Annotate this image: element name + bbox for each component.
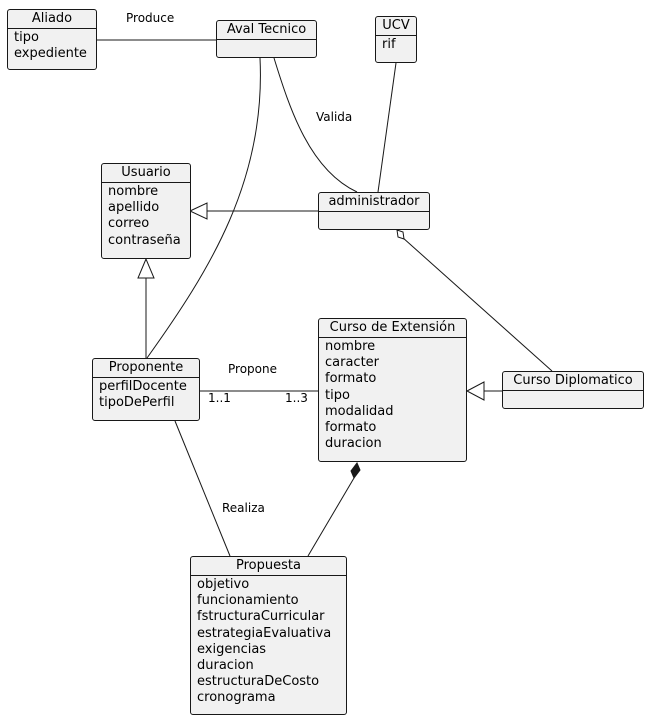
attribute: fstructuraCurricular <box>197 609 325 625</box>
attribute: tipo <box>325 387 350 403</box>
class-name: Aliado <box>8 10 96 29</box>
curso-propuesta-composition <box>307 477 355 557</box>
class-name: Proponente <box>93 359 199 378</box>
class-propuesta[interactable]: Propuesta objetivo funcionamiento fstruc… <box>190 556 347 715</box>
attribute: rif <box>382 37 396 52</box>
class-usuario[interactable]: Usuario nombre apellido correo contraseñ… <box>101 163 191 259</box>
class-aval-tecnico[interactable]: Aval Tecnico <box>216 20 317 58</box>
class-administrador[interactable]: administrador <box>318 192 430 230</box>
attribute: perfilDocente <box>99 379 187 394</box>
class-attributes: nombre apellido correo contraseña <box>102 183 190 252</box>
composition-diamond <box>350 462 361 479</box>
propone-label: Propone <box>228 362 277 376</box>
class-name: Aval Tecnico <box>217 21 316 40</box>
generalization-arrowhead <box>188 202 208 220</box>
class-name: Usuario <box>102 164 190 183</box>
attribute: nombre <box>108 184 159 199</box>
valida-label: Valida <box>316 110 353 124</box>
generalization-arrowhead <box>137 257 155 279</box>
attribute: contraseña <box>108 232 181 248</box>
attribute: tipo <box>14 30 39 45</box>
valida-link <box>273 57 358 193</box>
realiza-link <box>174 420 231 557</box>
class-attributes: perfilDocente tipoDePerfil <box>93 378 199 414</box>
class-name: Propuesta <box>191 557 346 576</box>
realiza-label: Realiza <box>222 501 265 515</box>
produce-label: Produce <box>126 11 175 25</box>
attribute: apellido <box>108 200 160 216</box>
attribute: exigencias <box>197 641 267 657</box>
attribute: objetivo <box>197 577 250 592</box>
class-attributes: tipo expediente <box>8 29 96 65</box>
class-curso-de-extension[interactable]: Curso de Extensión nombre caracter forma… <box>318 318 467 462</box>
attribute: modalidad <box>325 403 394 419</box>
attribute: formato <box>325 371 377 387</box>
attribute: estructuraDeCosto <box>197 674 320 690</box>
attribute: correo <box>108 216 150 232</box>
class-name: Curso Diplomatico <box>503 372 643 391</box>
class-curso-diplomatico[interactable]: Curso Diplomatico <box>502 371 644 409</box>
class-proponente[interactable]: Proponente perfilDocente tipoDePerfil <box>92 358 200 421</box>
class-name: Curso de Extensión <box>319 319 466 338</box>
class-name: administrador <box>319 193 429 212</box>
attribute: nombre <box>325 339 376 354</box>
aggregation-diamond <box>396 229 405 240</box>
class-attributes: objetivo funcionamiento fstructuraCurric… <box>191 576 346 710</box>
attribute: caracter <box>325 355 380 371</box>
attribute: expediente <box>14 46 87 62</box>
class-name: UCV <box>376 17 416 36</box>
attribute: duracion <box>197 658 254 674</box>
generalization-arrowhead <box>465 381 485 401</box>
attribute: estrategiaEvaluativa <box>197 625 332 641</box>
attribute: cronograma <box>197 690 276 706</box>
attribute: tipoDePerfil <box>99 395 175 411</box>
attribute: duracion <box>325 436 382 452</box>
class-attributes: nombre caracter formato tipo modalidad f… <box>319 338 466 455</box>
class-attributes: rif <box>376 36 416 56</box>
class-aliado[interactable]: Aliado tipo expediente <box>7 9 97 70</box>
class-ucv[interactable]: UCV rif <box>375 16 417 63</box>
aval-proponente-link <box>146 57 261 359</box>
ucv-admin-link <box>377 62 397 193</box>
propone-target-multiplicity: 1..3 <box>285 391 308 405</box>
attribute: funcionamiento <box>197 593 299 609</box>
admin-diplomatico-aggregation <box>401 236 553 372</box>
propone-source-multiplicity: 1..1 <box>208 391 231 405</box>
attribute: formato <box>325 420 377 436</box>
